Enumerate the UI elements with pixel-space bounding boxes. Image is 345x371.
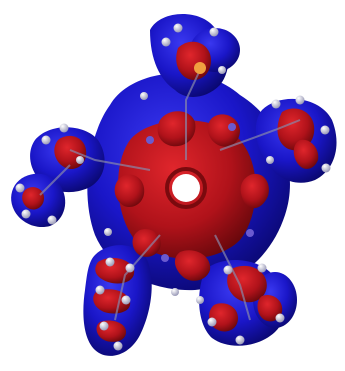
- heavy-atom-top: [194, 62, 206, 74]
- ring-center-hole: [172, 174, 200, 202]
- hydrogen-atoms: [15, 23, 331, 351]
- ring-atom: [246, 229, 254, 237]
- ring-atom: [146, 136, 154, 144]
- ring-atom: [161, 254, 169, 262]
- atom-spheres: [15, 23, 331, 351]
- ring-atom: [228, 123, 236, 131]
- bond-sticks: [39, 69, 301, 321]
- positive-lobe-regions: [22, 41, 319, 342]
